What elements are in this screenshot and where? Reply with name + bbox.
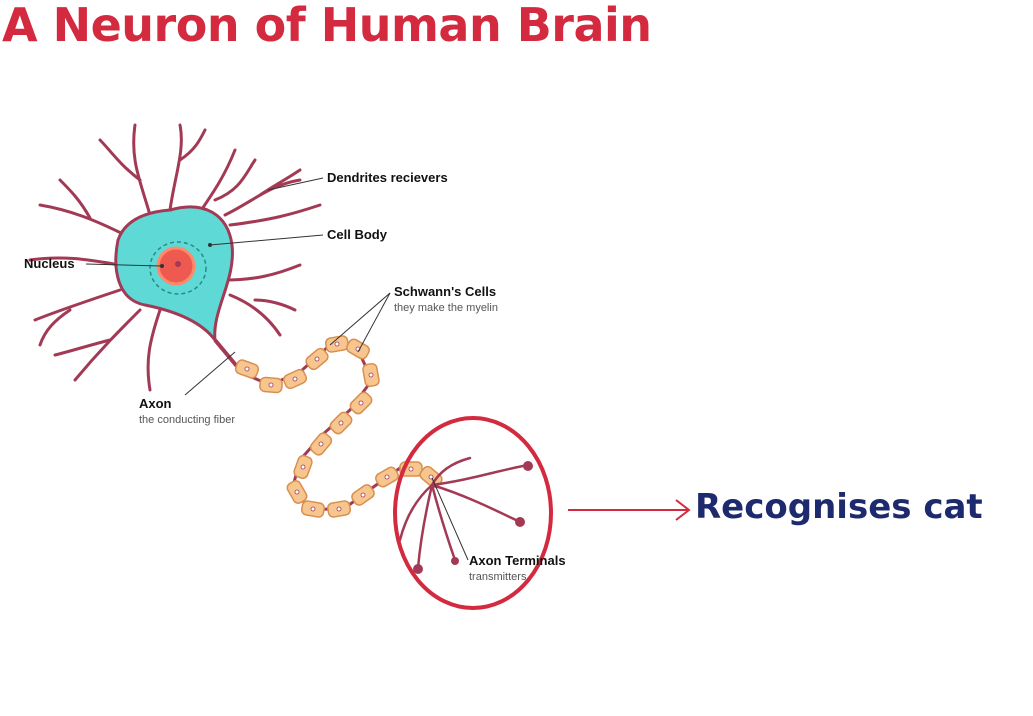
schwann-nuclei — [244, 341, 434, 512]
axon-terminals-label: Axon Terminals — [469, 553, 566, 568]
page-title: A Neuron of Human Brain — [2, 0, 652, 52]
terminal-bulbs — [413, 461, 533, 574]
leader-lines — [85, 177, 469, 561]
axon-terminals-sublabel: transmitters — [469, 571, 527, 583]
schwann-cells-sublabel: they make the myelin — [394, 302, 498, 314]
schwann-cells-label: Schwann's Cells — [394, 284, 497, 299]
result-text: Recognises cat — [695, 487, 983, 527]
axon-sublabel: the conducting fiber — [139, 414, 236, 426]
nucleolus — [175, 261, 181, 267]
schwann-cells — [234, 335, 443, 518]
dendrites — [28, 123, 322, 392]
axon-terminals — [398, 456, 530, 570]
nucleus-membrane — [149, 241, 207, 295]
terminals-highlight — [393, 416, 553, 610]
axon-label: Axon — [139, 396, 172, 411]
nucleus-label: Nucleus — [24, 256, 75, 271]
dendrites-label: Dendrites recievers — [327, 170, 448, 185]
result-arrow — [568, 499, 691, 521]
cell-body-label: Cell Body — [327, 227, 387, 242]
